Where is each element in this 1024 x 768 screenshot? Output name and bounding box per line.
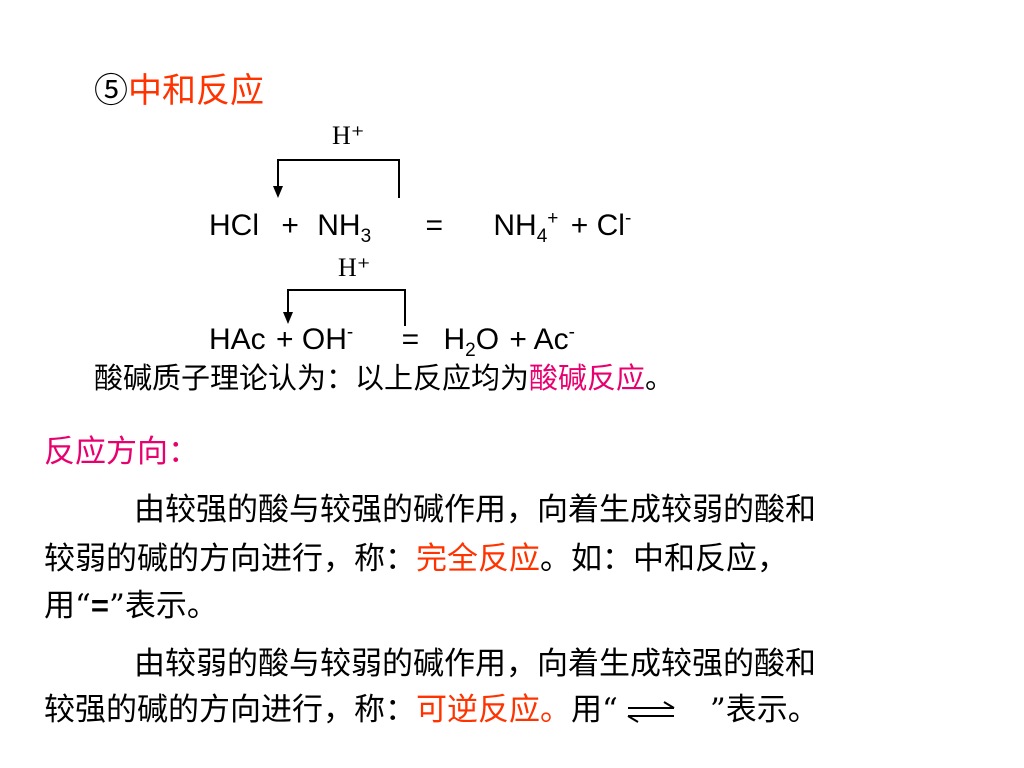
proton-label-1: H⁺ — [332, 121, 365, 150]
paragraph-1-line-1: 由较强的酸与较强的碱作用，向着生成较弱的酸和 — [134, 492, 816, 528]
equation-2: HAc + OH- = H2O + Ac- — [209, 320, 575, 360]
eq1-plus-1: + — [281, 209, 299, 242]
eq2-equals: = — [401, 323, 420, 356]
eq1-product-2: Cl- — [596, 208, 632, 242]
proton-transfer-arrow-icon — [283, 289, 406, 326]
reversible-reaction-highlight: 可逆反应。 — [416, 692, 571, 728]
eq2-plus-2: + — [509, 323, 527, 356]
reversible-arrow-icon — [618, 697, 710, 727]
eq1-product-1: NH4+ — [493, 208, 559, 247]
theory-note: 酸碱质子理论认为：以上反应均为酸碱反应。 — [94, 361, 675, 395]
direction-heading: 反应方向： — [44, 434, 199, 470]
paragraph-1-line-2: 较弱的碱的方向进行，称：完全反应。如：中和反应， — [44, 541, 788, 577]
eq2-plus-1: + — [276, 323, 294, 356]
equation-1: HCl + NH3 = NH4+ + Cl- — [209, 206, 631, 246]
complete-reaction-highlight: 完全反应 — [416, 541, 540, 577]
paragraph-1-line-3: 用“=”表示。 — [44, 588, 218, 624]
eq1-reactant-1: HCl — [209, 209, 259, 242]
eq2-reactant-1: HAc — [209, 323, 266, 356]
eq2-product-2: Ac- — [533, 322, 575, 356]
paragraph-2-line-2: 较强的碱的方向进行，称：可逆反应。用“ ”表示。 — [44, 692, 819, 728]
section-title-text: 中和反应 — [128, 71, 264, 111]
section-title: ⑤中和反应 — [94, 68, 264, 114]
proton-transfer-arrow-icon — [273, 159, 400, 198]
proton-label-2: H⁺ — [338, 253, 371, 282]
eq1-reactant-2: NH3 — [317, 209, 372, 247]
paragraph-2-line-1: 由较弱的酸与较弱的碱作用，向着生成较强的酸和 — [134, 646, 816, 682]
acid-base-reaction-highlight: 酸碱反应 — [529, 361, 646, 395]
eq2-product-1: H2O — [443, 323, 500, 361]
eq1-plus-2: + — [570, 209, 589, 242]
equals-symbol: = — [90, 588, 109, 623]
eq2-reactant-2: OH- — [301, 322, 354, 356]
circled-number: ⑤ — [94, 71, 128, 111]
eq1-equals: = — [425, 209, 444, 242]
